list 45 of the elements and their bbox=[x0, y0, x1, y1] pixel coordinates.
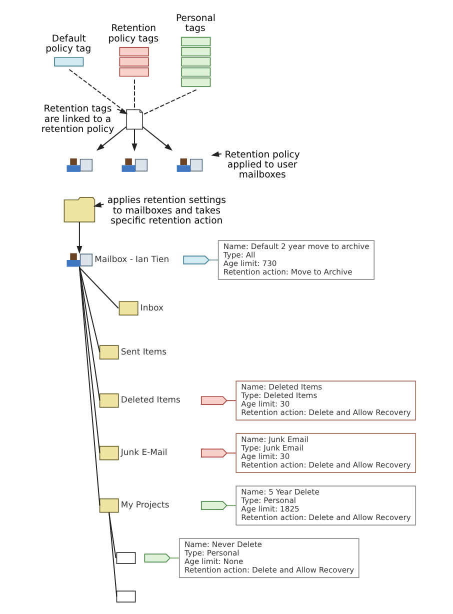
connector bbox=[78, 266, 100, 506]
connector bbox=[78, 266, 100, 401]
connector bbox=[78, 266, 100, 352]
node-text: Retention tags are linked to a retention policy bbox=[40, 104, 114, 135]
node-label: My Projects bbox=[120, 500, 169, 510]
node-label: Junk E-Mail bbox=[120, 447, 167, 458]
node-tag bbox=[200, 448, 227, 458]
connector bbox=[226, 400, 236, 402]
connector bbox=[208, 260, 218, 261]
node-folder bbox=[63, 197, 95, 222]
connector bbox=[142, 89, 196, 116]
node-text: Retention policy applied to user mailboxes bbox=[224, 149, 300, 181]
node-tag bbox=[144, 554, 170, 562]
node-box: Name: 5 Year Delete Type: Personal Age limit: 1825 Retention action: Delete and Allow Recovery bbox=[235, 486, 416, 526]
node-label: Retention policy tags bbox=[108, 23, 158, 44]
connector bbox=[170, 558, 179, 559]
connector bbox=[133, 80, 134, 110]
connector bbox=[226, 505, 236, 506]
node-label: Sent Items bbox=[120, 346, 166, 356]
arrow bbox=[92, 202, 104, 208]
node-box: Name: Never Delete Type: Personal Age limit: None Retention action: Delete and Allow Recovery bbox=[178, 538, 359, 578]
node-label: Deleted Items bbox=[120, 394, 180, 405]
node-label: Mailbox - Ian Tien bbox=[94, 254, 169, 264]
node-tag bbox=[200, 396, 227, 405]
arrow bbox=[142, 126, 172, 151]
arrow bbox=[76, 222, 82, 254]
connector bbox=[78, 266, 100, 454]
node-box: Name: Default 2 year move to archive Type: All Age limit: 730 Retention action: Move to Archive bbox=[217, 240, 374, 280]
connector bbox=[78, 267, 118, 309]
node-tag bbox=[200, 501, 227, 510]
node-box: Name: Deleted Items Type: Deleted Items Age limit: 30 Retention action: Delete and Allow Recovery bbox=[235, 380, 416, 420]
node-envelope bbox=[116, 590, 136, 603]
arrow bbox=[116, 108, 128, 114]
node-label: Inbox bbox=[140, 302, 164, 312]
connector bbox=[68, 69, 126, 113]
node-label: Default policy tag bbox=[45, 33, 91, 55]
arrow bbox=[131, 129, 137, 152]
node-label: Personal tags bbox=[175, 13, 216, 34]
node-envelope bbox=[116, 552, 136, 564]
connector bbox=[226, 452, 236, 454]
arrow bbox=[96, 126, 126, 151]
connector bbox=[108, 512, 117, 597]
node-text: applies retention settings to mailboxes and takes specific retention action bbox=[106, 195, 226, 226]
node-tag bbox=[182, 256, 210, 264]
node-box: Name: Junk Email Type: Junk Email Age limit: 30 Retention action: Delete and Allow Recovery bbox=[235, 433, 416, 473]
